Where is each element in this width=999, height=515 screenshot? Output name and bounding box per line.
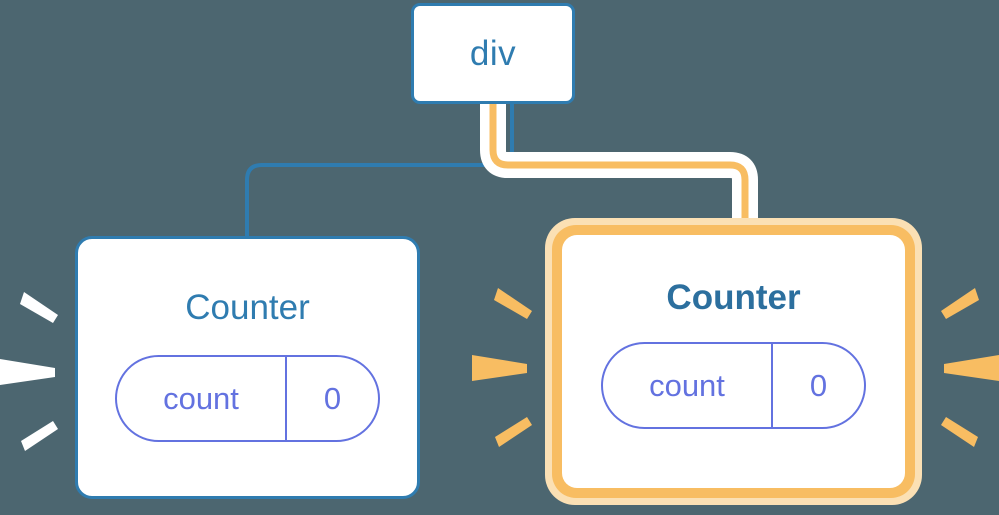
burst-ray-upper [20,292,58,323]
node-counter-right[interactable]: Counter count 0 [562,235,905,488]
burst-left-of-counter-left [0,292,58,451]
burst-right-of-counter-right [941,288,999,447]
burst-ray-lower [21,421,58,451]
burst-ray-middle [472,355,527,381]
prop-key-cell: count [117,357,287,440]
node-counter-right-highlight-glow: Counter count 0 [545,218,922,505]
node-counter-left-label: Counter [185,288,310,327]
burst-ray-middle [0,359,55,385]
node-div-label: div [469,34,517,73]
burst-left-of-counter-right [472,288,532,447]
prop-key-cell: count [603,344,773,427]
prop-value-label: 0 [323,381,342,416]
prop-value-label: 0 [809,368,828,403]
burst-ray-middle [944,355,999,381]
prop-pill-counter-left: count 0 [115,355,380,442]
prop-pill-counter-right: count 0 [601,342,866,429]
prop-key-label: count [163,381,239,416]
connector-root-to-counter-right [489,100,749,245]
prop-value-cell: 0 [287,357,378,440]
node-counter-left[interactable]: Counter count 0 [75,236,420,499]
burst-ray-upper [941,288,979,319]
node-div[interactable]: div [411,3,575,104]
prop-key-label: count [649,368,725,403]
prop-value-cell: 0 [773,344,864,427]
burst-ray-upper [494,288,532,319]
burst-ray-lower [495,417,532,447]
node-counter-right-highlight-ring: Counter count 0 [552,225,915,498]
burst-ray-lower [941,417,978,447]
node-counter-right-label: Counter [666,278,801,317]
